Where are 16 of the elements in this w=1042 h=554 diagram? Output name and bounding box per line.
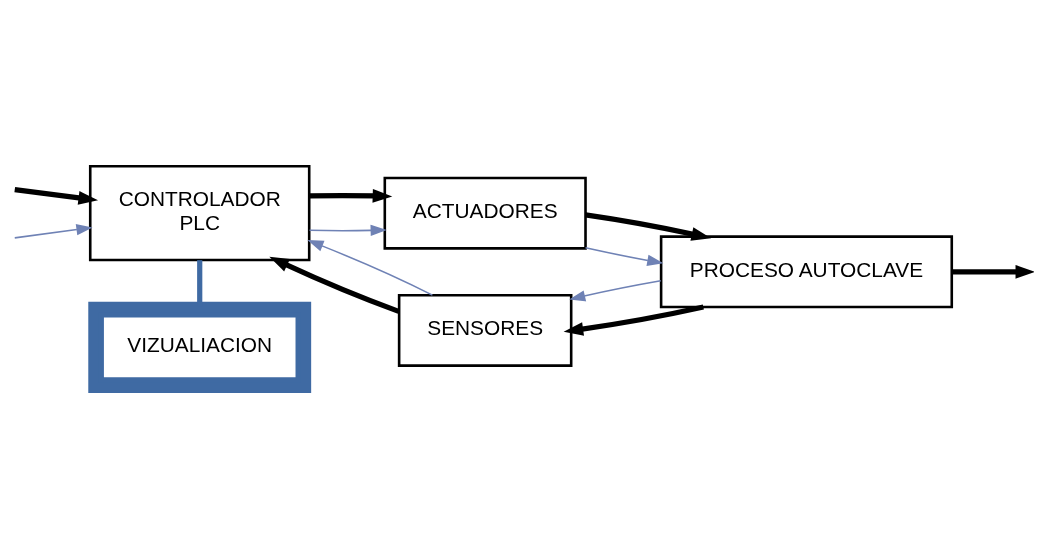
node-box: PROCESO AUTOCLAVE [659,235,954,309]
arrow [308,224,387,237]
arrow [307,240,434,296]
arrow [585,212,712,241]
arrow [309,189,393,203]
arrow [569,280,662,302]
arrow [269,256,400,314]
arrow [14,223,93,239]
node-box: VIZUALIACION [88,301,312,393]
node-box: CONTROLADOR PLC [88,164,311,262]
node-box: SENSORES [397,293,573,367]
arrow [951,264,1034,279]
arrow [584,247,664,266]
arrow [563,304,704,336]
node-box: ACTUADORES [383,176,587,250]
arrow [14,187,98,205]
